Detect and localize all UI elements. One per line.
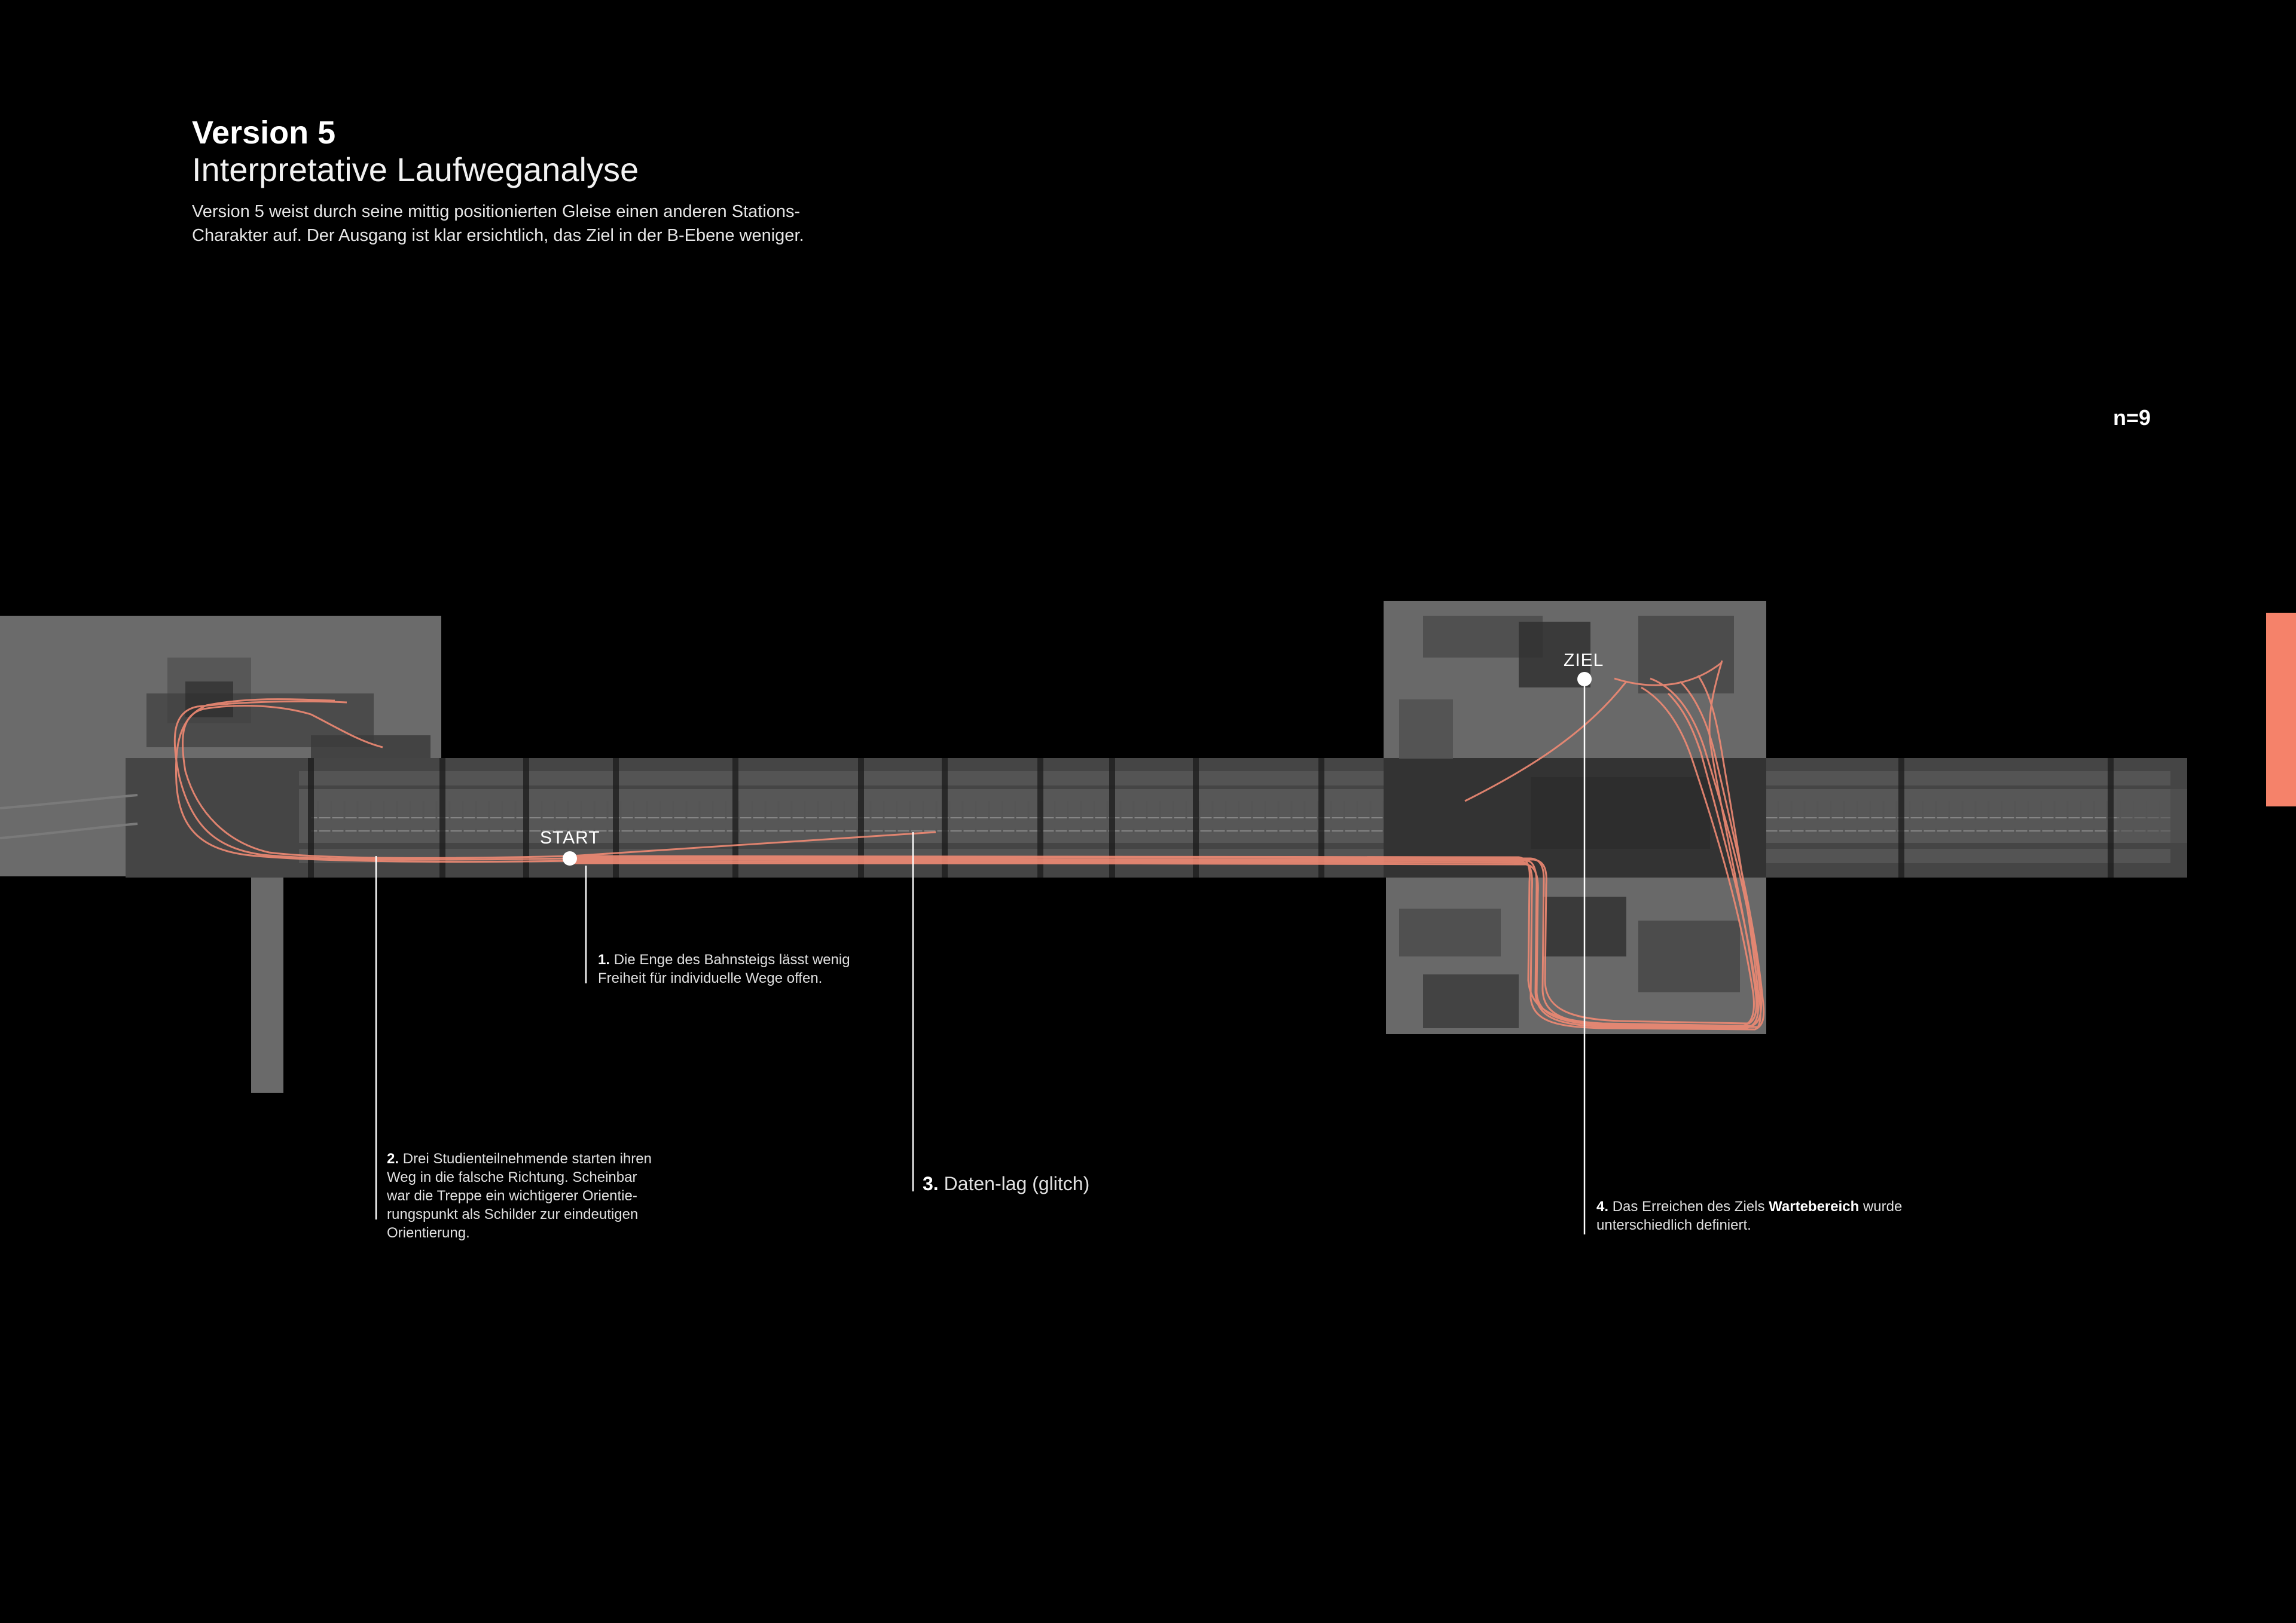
note-2-line-4: rungspunkt als Schilder zur eindeutigen [387, 1206, 639, 1222]
note-1-line-1: Die Enge des Bahnsteigs lässt wenig [613, 952, 850, 968]
note-2-line-5: Orientierung. [387, 1225, 470, 1241]
version-title: Version 5 [192, 115, 336, 151]
note-4-post: wurde [1859, 1199, 1903, 1215]
note-4: 4. Das Erreichen des Ziels Wartebereich … [1596, 1197, 1902, 1234]
goal-point [1577, 672, 1592, 686]
note-3: 3. Daten-lag (glitch) [923, 1172, 1089, 1196]
start-label: START [540, 828, 600, 848]
intro-line-1: Version 5 weist durch seine mittig posit… [192, 202, 801, 221]
note-4-strong: Wartebereich [1769, 1199, 1860, 1215]
note-1-line-2: Freiheit für individuelle Wege offen. [598, 970, 823, 986]
note-4-number: 4. [1596, 1199, 1609, 1215]
intro-line-2: Charakter auf. Der Ausgang ist klar ersi… [192, 226, 804, 245]
note-2: 2. Drei Studienteilnehmende starten ihre… [387, 1150, 652, 1242]
analysis-title: Interpretative Laufweganalyse [192, 151, 639, 188]
sample-size: n=9 [2113, 405, 2151, 430]
note-4-pre: Das Erreichen des Ziels [1612, 1199, 1769, 1215]
note-3-number: 3. [923, 1173, 939, 1194]
intro-text: Version 5 weist durch seine mittig posit… [192, 200, 1029, 247]
leader-lines [375, 680, 1586, 1234]
note-2-line-2: Weg in die falsche Richtung. Scheinbar [387, 1169, 637, 1185]
note-2-number: 2. [387, 1151, 399, 1167]
note-1-number: 1. [598, 952, 610, 968]
note-2-line-3: war die Treppe ein wichtigerer Orientie- [387, 1188, 637, 1204]
side-tab[interactable] [2266, 613, 2296, 806]
note-4-line-2: unterschiedlich definiert. [1596, 1217, 1751, 1233]
goal-label: ZIEL [1564, 650, 1604, 670]
walking-paths [173, 660, 1765, 1031]
header: Version 5 Interpretative Laufweganalyse … [192, 115, 1029, 247]
note-2-line-1: Drei Studienteilnehmende starten ihren [402, 1151, 652, 1167]
note-1: 1. Die Enge des Bahnsteigs lässt wenig F… [598, 950, 850, 988]
start-point [563, 851, 577, 866]
note-3-text: Daten-lag (glitch) [944, 1173, 1090, 1194]
